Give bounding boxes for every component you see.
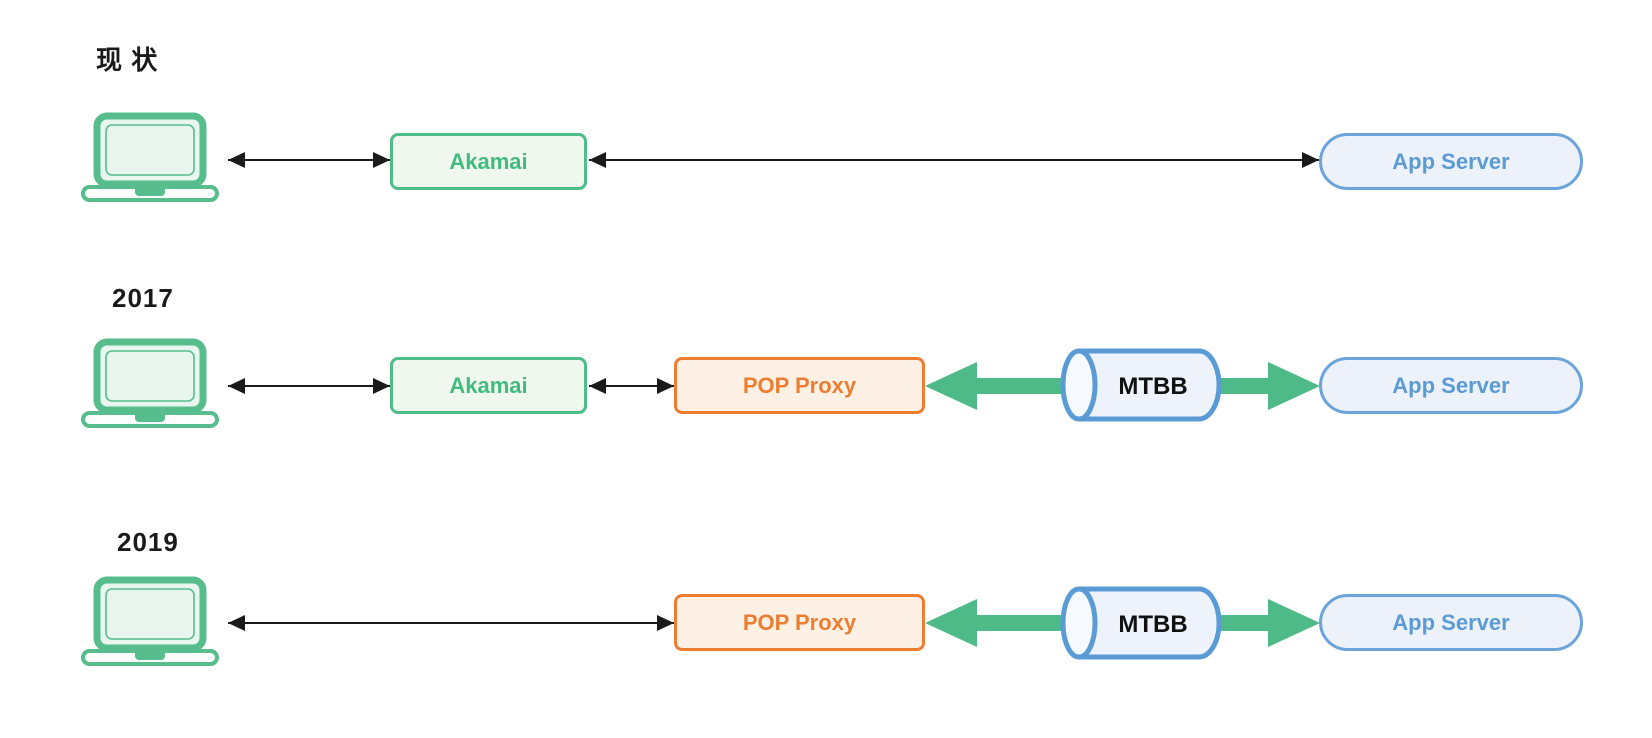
row-label-current-state: 现 状 — [96, 45, 159, 75]
node-app-server: App Server — [1319, 594, 1583, 651]
thick-green-arrow-left-icon — [925, 599, 1070, 647]
thick-green-arrow-right-icon — [1210, 599, 1320, 647]
arrow-akamai-appserver — [589, 159, 1319, 161]
node-pop-proxy: POP Proxy — [674, 357, 925, 414]
row-label-2017: 2017 — [112, 283, 174, 313]
arrow-laptop-akamai — [228, 159, 390, 161]
mtbb-cylinder-icon: MTBB — [1060, 348, 1222, 422]
node-app-server: App Server — [1319, 133, 1583, 190]
node-akamai: Akamai — [390, 357, 587, 414]
laptop-icon — [80, 112, 220, 204]
node-app-server: App Server — [1319, 357, 1583, 414]
arrow-laptop-akamai — [228, 385, 390, 387]
mtbb-label: MTBB — [1118, 611, 1187, 638]
arrow-akamai-popproxy — [589, 385, 674, 387]
node-akamai: Akamai — [390, 133, 587, 190]
arrow-laptop-popproxy — [228, 622, 674, 624]
mtbb-label: MTBB — [1118, 373, 1187, 400]
laptop-icon — [80, 576, 220, 668]
mtbb-cylinder-icon: MTBB — [1060, 586, 1222, 660]
node-pop-proxy: POP Proxy — [674, 594, 925, 651]
laptop-icon — [80, 338, 220, 430]
thick-green-arrow-right-icon — [1210, 362, 1320, 410]
row-label-2019: 2019 — [117, 527, 179, 557]
thick-green-arrow-left-icon — [925, 362, 1070, 410]
